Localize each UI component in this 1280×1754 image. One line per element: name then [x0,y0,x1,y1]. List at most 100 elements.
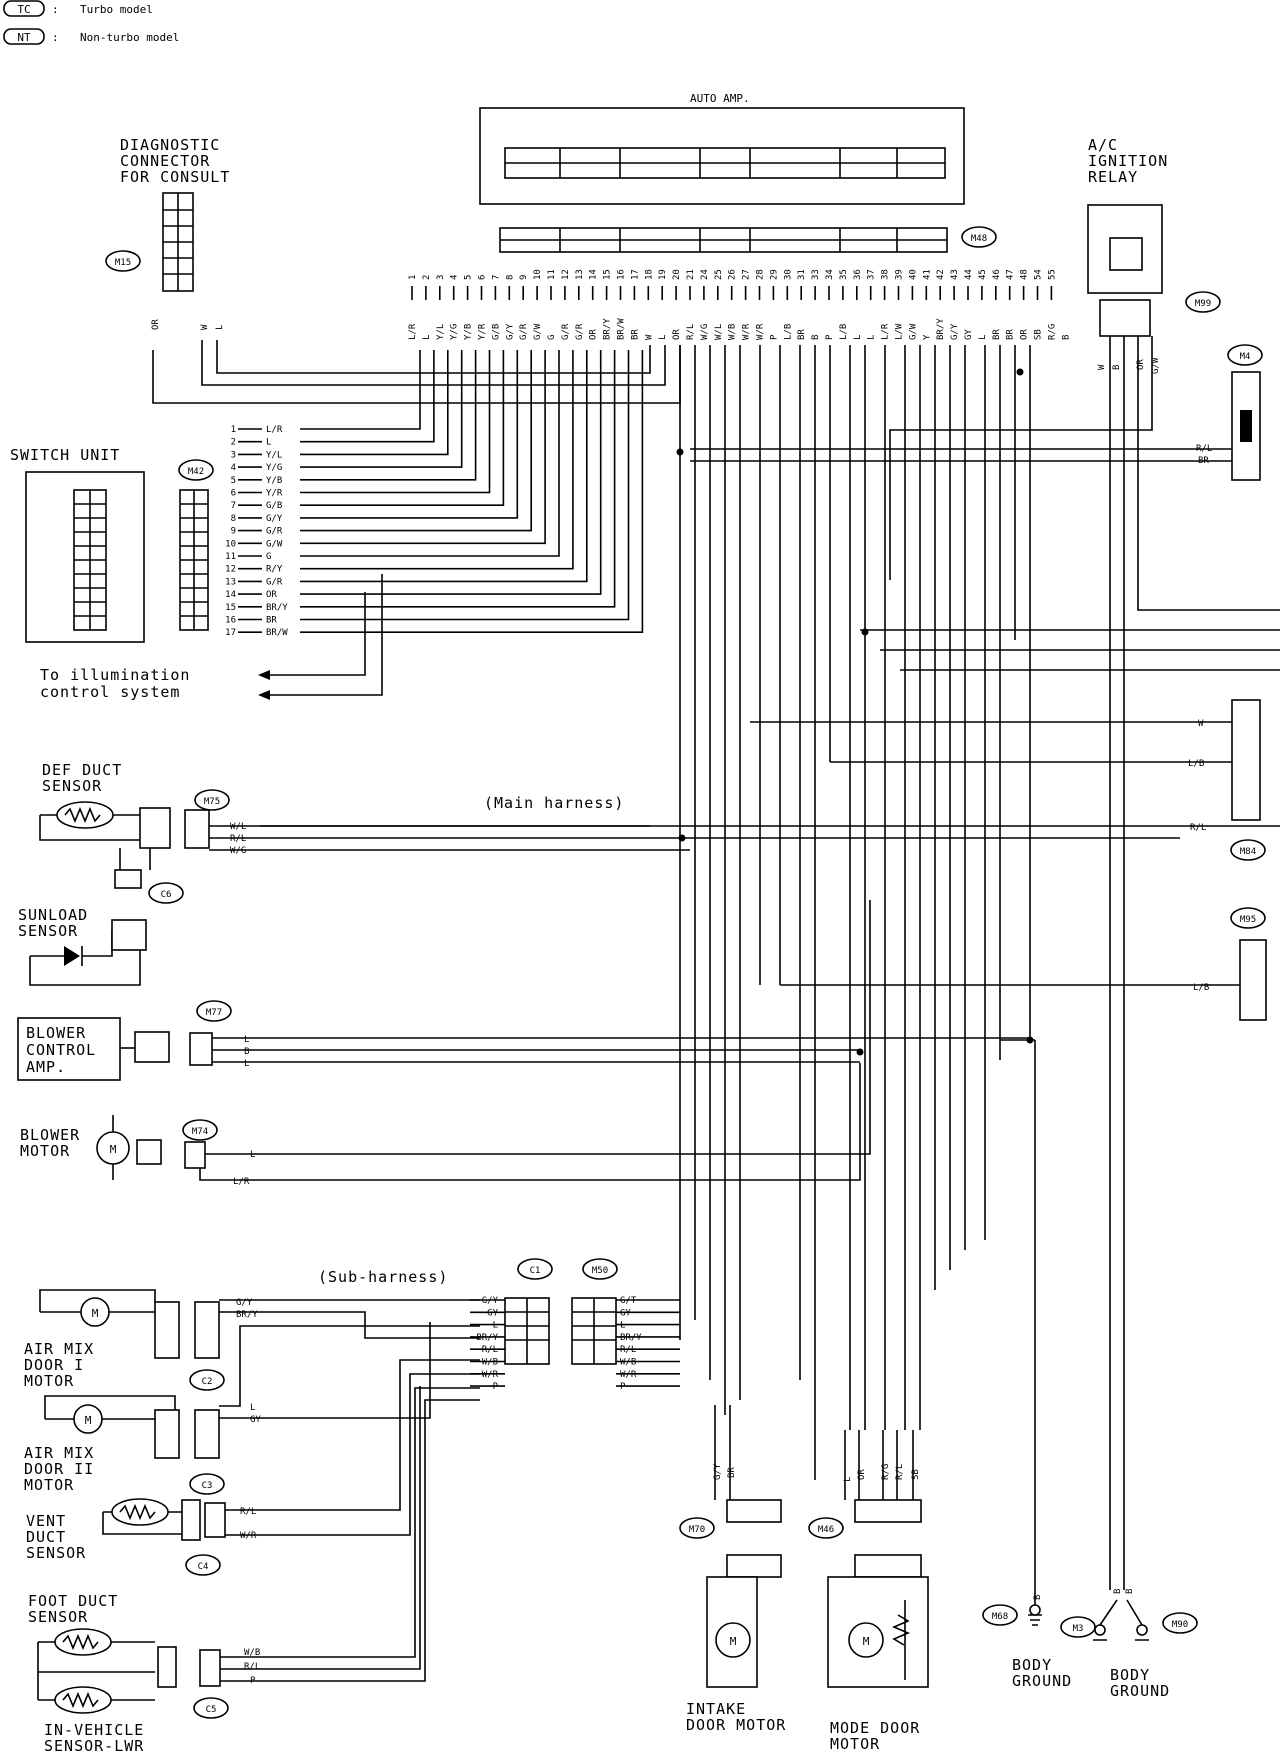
amp-pin-number: 42 [936,269,946,280]
svg-text:B: B [244,1047,249,1057]
connector-c2 [189,1369,225,1391]
amp-pin-number: 43 [950,269,960,280]
svg-text:SUNLOAD: SUNLOAD [18,906,88,924]
amp-wire-color: L [658,335,668,340]
svg-text:BODY: BODY [1012,1656,1052,1674]
c1-wire-color: G/Y [482,1296,499,1306]
amp-pin-number: 19 [658,269,668,280]
amp-pin-number: 29 [769,269,779,280]
switch-wire-number: 16 [225,616,236,626]
mode-door-motor: L OR R/G R/L SB M MODE DOOR MOTOR [827,1430,929,1753]
svg-text:L: L [244,1035,249,1045]
switch-wire [238,350,560,557]
auto-amp: AUTO AMP. [479,92,965,253]
svg-text:FOOT DUCT: FOOT DUCT [28,1592,118,1610]
svg-text:W/L: W/L [230,822,246,832]
svg-text:M4: M4 [1240,352,1251,362]
amp-wire-color: G/R [561,323,571,340]
connector-m90 [1162,1612,1198,1634]
svg-text:C1: C1 [530,1266,541,1276]
amp-pin-number: 1 [408,275,418,280]
svg-text:L: L [244,1059,249,1069]
amp-wire-color: OR [589,329,599,340]
svg-text:B: B [1125,1589,1135,1594]
amp-pin-number: 54 [1034,269,1044,280]
switch-wire-number: 11 [225,552,236,562]
amp-wire-color: G/B [491,324,501,340]
amp-pin-number: 41 [922,269,932,280]
svg-text:A/C: A/C [1088,136,1118,154]
connector-m84-block: W L/B R/L [750,699,1261,833]
svg-text:BODY: BODY [1110,1666,1150,1684]
connector-m50 [582,1258,618,1280]
m50-wire-color: G/T [620,1296,637,1306]
svg-text:M70: M70 [689,1525,705,1535]
svg-text:AIR MIX: AIR MIX [24,1444,94,1462]
connector-m15 [105,250,141,272]
svg-text:DEF DUCT: DEF DUCT [42,761,122,779]
svg-text:W: W [1198,719,1204,729]
switch-wire-number: 17 [225,628,236,638]
svg-text:M: M [110,1143,117,1156]
svg-text::: : [52,31,59,44]
svg-text:M95: M95 [1240,915,1256,925]
legend: TC : Turbo model NT : Non-turbo model [3,0,179,45]
switch-wire [238,350,630,621]
connector-m48 [961,226,997,248]
in-vehicle-sensor: IN-VEHICLE SENSOR-LWR [37,1672,155,1754]
connector-m99 [1185,291,1221,313]
amp-wire-color: R/L [686,324,696,340]
amp-wire-color: G/R [519,323,529,340]
amp-pin-number: 25 [714,269,724,280]
amp-wire-color: BR [1006,329,1016,340]
switch-wire-color: BR [266,616,277,626]
amp-wire-color: L/B [783,324,793,340]
c1-wire-color: P [493,1382,499,1392]
switch-wire-number: 4 [231,463,236,473]
def-duct-sensor: DEF DUCT SENSOR W/L R/L W/G [39,761,1280,889]
amp-pin-number: 37 [867,269,877,280]
amp-pin-number: 8 [505,275,515,280]
switch-wire-color: L/R [266,425,283,435]
svg-text:W/B: W/B [244,1648,260,1658]
amp-wire-color: L [853,335,863,340]
switch-wire-number: 1 [231,425,236,435]
switch-wire-number: 12 [225,565,236,575]
svg-text:IGNITION: IGNITION [1088,152,1168,170]
connector-m42 [178,459,214,481]
switch-wire-number: 10 [225,539,236,549]
c1-wire-color: R/L [482,1345,498,1355]
blower-control-amp: BLOWER CONTROL AMP. L B L [17,1017,1030,1081]
sunload-sensor: SUNLOAD SENSOR [18,906,147,986]
svg-text:INTAKE: INTAKE [686,1700,746,1718]
connector-c6 [148,882,184,904]
amp-wire-color: BR/Y [936,318,946,340]
svg-text:SENSOR: SENSOR [42,777,102,795]
svg-text:SENSOR-LWR: SENSOR-LWR [44,1737,144,1754]
switch-wire [238,350,574,570]
amp-pin-number: 4 [450,275,460,280]
amp-wire-color: L [978,335,988,340]
amp-wire-color: L/R [881,323,891,340]
amp-wire-color: P [769,334,779,340]
switch-wire-color: OR [266,590,277,600]
switch-wire-color: Y/B [266,476,282,486]
switch-wire-number: 14 [225,590,236,600]
switch-wire-color: BR/Y [266,603,288,613]
svg-text:M: M [863,1635,870,1648]
switch-unit: SWITCH UNIT To illumination control syst… [10,446,383,701]
amp-wire-color: R/G [1047,324,1057,340]
switch-wire-color: Y/G [266,463,282,473]
switch-wire [238,350,477,481]
legend-nt-code: NT [17,31,31,44]
connector-m77 [196,1000,232,1022]
svg-text:M: M [730,1635,737,1648]
amp-pin-number: 26 [728,269,738,280]
amp-wire-color: W [644,334,654,340]
svg-text:OR: OR [151,319,161,330]
svg-text:G/W: G/W [1151,357,1161,374]
sub-harness-label: (Sub-harness) [318,1268,448,1286]
switch-wire [238,350,449,456]
amp-pin-number: 55 [1047,269,1057,280]
switch-wire [238,350,519,519]
